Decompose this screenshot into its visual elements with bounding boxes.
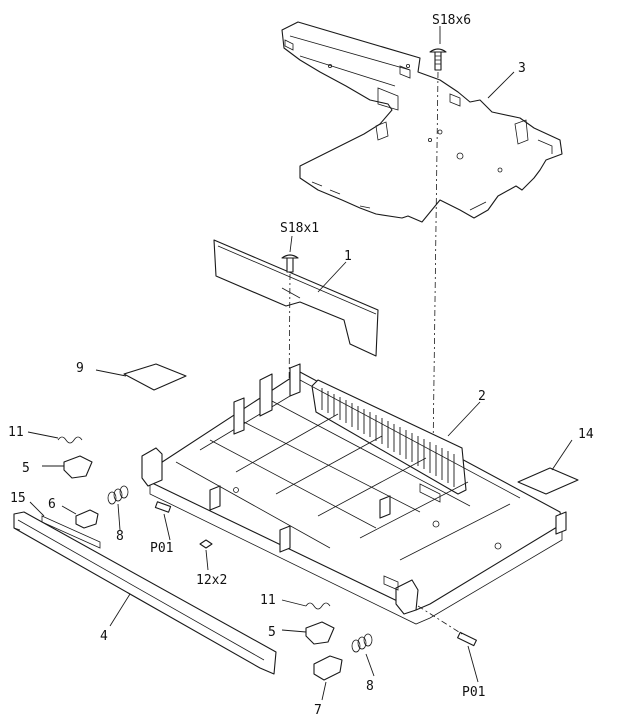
- latch-right: [305, 621, 335, 645]
- label-part-3: 3: [518, 61, 526, 76]
- pad-left: [123, 363, 187, 391]
- spring-right: [351, 633, 373, 653]
- label-screw-s18x6: S18x6: [432, 13, 471, 28]
- label-part-11-left: 11: [8, 425, 24, 440]
- label-part-5-left: 5: [22, 461, 30, 476]
- spring-clip-left: [57, 436, 83, 444]
- shield-plate: [281, 21, 563, 223]
- screw-s18x6: [429, 48, 447, 71]
- front-trim: [13, 511, 277, 675]
- label-part-4: 4: [100, 629, 108, 644]
- label-part-1: 1: [344, 249, 352, 264]
- button-left: [75, 509, 99, 529]
- pin-right: [457, 631, 477, 647]
- bracket-part: [213, 239, 379, 357]
- label-part-14: 14: [578, 427, 594, 442]
- label-pin-p01-right: P01: [462, 685, 485, 700]
- label-part-8-right: 8: [366, 679, 374, 694]
- label-part-6: 6: [48, 497, 56, 512]
- label-part-7: 7: [314, 703, 322, 718]
- pin-left: [154, 501, 172, 513]
- label-part-11-right: 11: [260, 593, 276, 608]
- spring-left: [107, 485, 129, 505]
- label-part-12x2: 12x2: [196, 573, 227, 588]
- label-part-9: 9: [76, 361, 84, 376]
- button-right: [313, 655, 343, 681]
- spring-clip-right: [305, 602, 331, 610]
- pad-right: [517, 467, 579, 495]
- label-pin-p01-left: P01: [150, 541, 173, 556]
- callout-labels: S18x6 3 S18x1 1 9 2 14 11 5 6 15 8 P01 1…: [8, 13, 594, 718]
- base-tray: [141, 363, 567, 625]
- screw-s18x1: [281, 254, 299, 273]
- leader-lines: [27, 26, 573, 701]
- label-screw-s18x1: S18x1: [280, 221, 319, 236]
- foot: [199, 539, 213, 549]
- label-part-2: 2: [478, 389, 486, 404]
- trim-tag: [41, 515, 101, 549]
- label-part-5-right: 5: [268, 625, 276, 640]
- latch-left: [63, 455, 93, 479]
- label-part-8-left: 8: [116, 529, 124, 544]
- label-part-15: 15: [10, 491, 26, 506]
